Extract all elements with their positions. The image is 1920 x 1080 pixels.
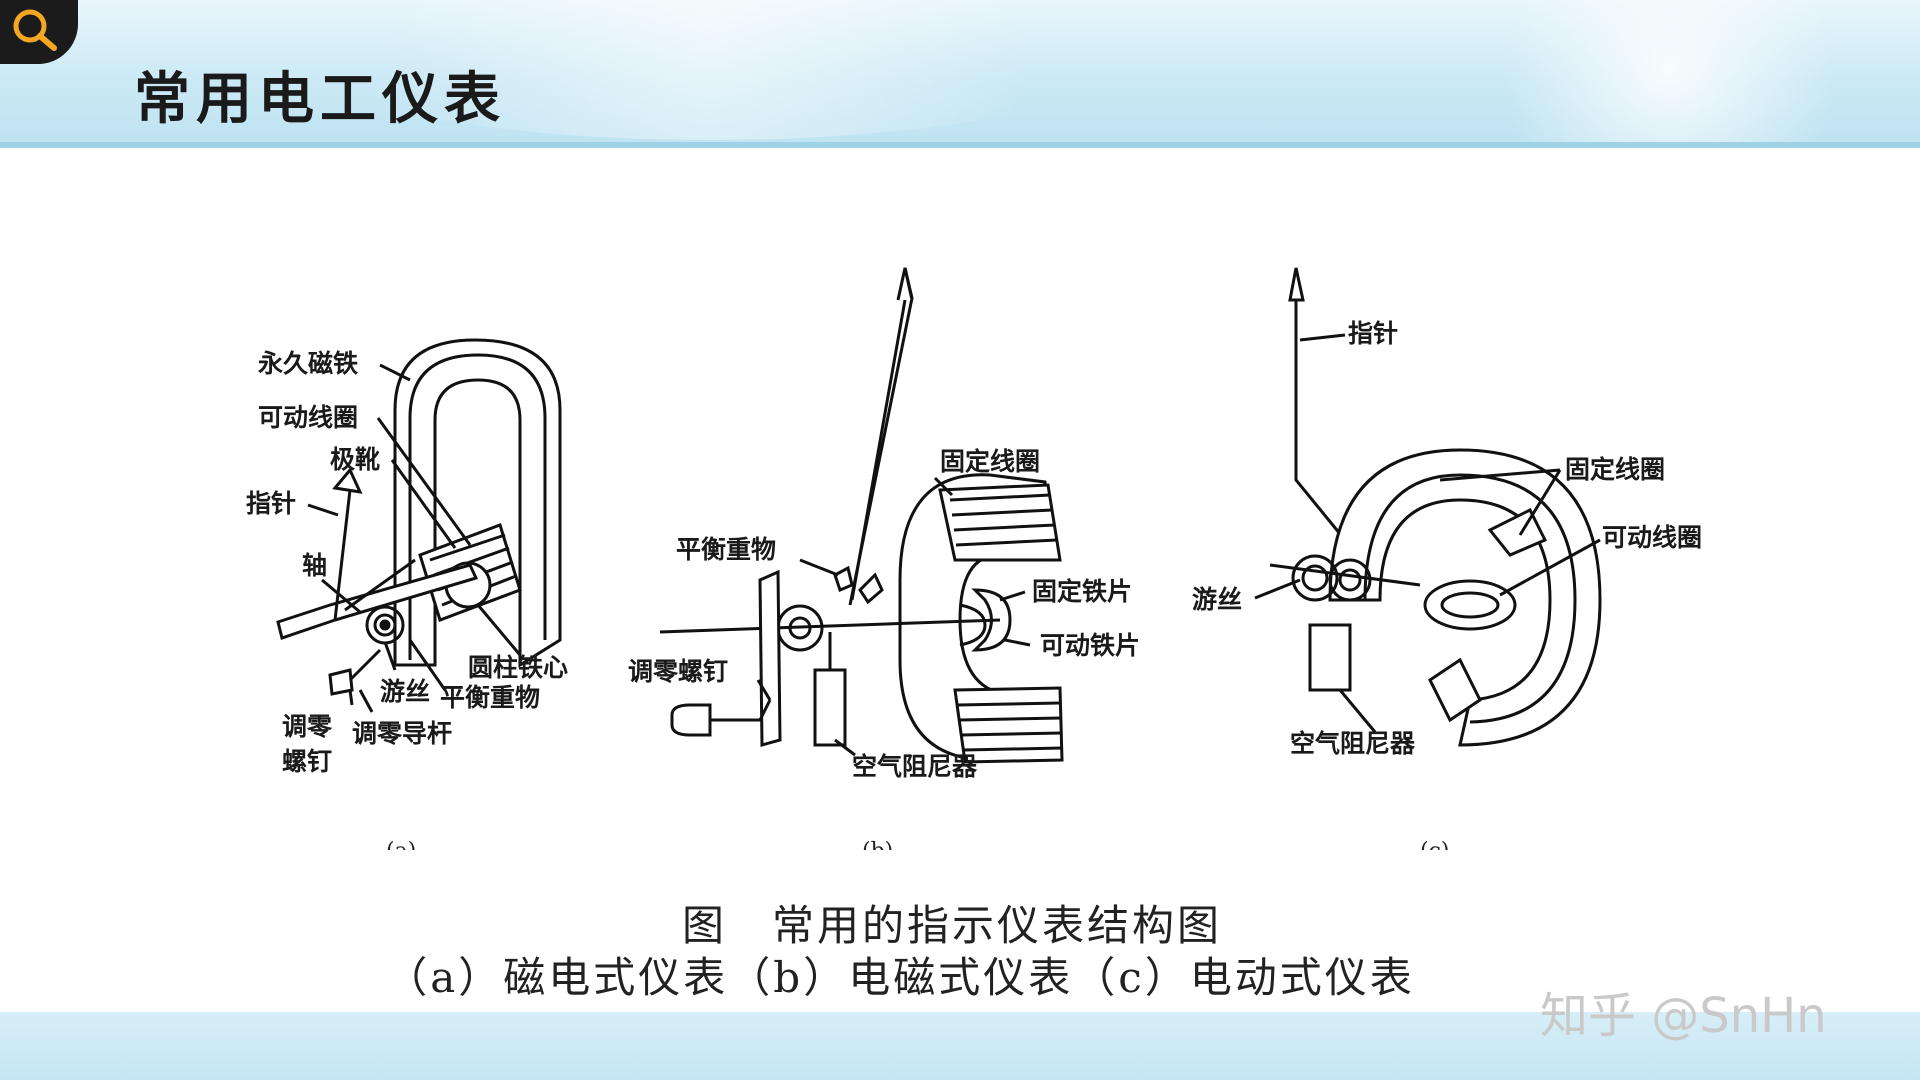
label-a-hairspring: 游丝: [380, 677, 430, 706]
label-a-zero-screw-2: 螺钉: [282, 747, 332, 776]
search-button[interactable]: [0, 0, 78, 64]
instrument-structure-diagram: 永久磁铁 可动线圈 极靴 指针 轴 圆柱铁心 游丝 平衡重物 调零 螺钉 调零导…: [246, 267, 1702, 850]
label-a-pole-shoe: 极靴: [330, 445, 380, 474]
label-c-hairspring: 游丝: [1192, 585, 1242, 614]
label-a-balance-weight: 平衡重物: [440, 683, 540, 712]
diagram-b: [659, 267, 1064, 764]
diagram-a: [276, 338, 562, 713]
label-b-moving-iron: 可动铁片: [1040, 631, 1140, 660]
label-a-zero-screw-1: 调零: [282, 712, 333, 741]
label-b-fixed-iron: 固定铁片: [1032, 577, 1132, 606]
header-banner: [0, 0, 1920, 146]
label-a-cylinder-core: 圆柱铁心: [468, 653, 568, 682]
label-a-zero-guide: 调零导杆: [352, 719, 452, 748]
label-b-zero-screw: 调零螺钉: [628, 657, 728, 686]
label-a-pointer: 指针: [246, 489, 296, 518]
label-c-moving-coil: 可动线圈: [1602, 523, 1702, 552]
label-b-fixed-coil: 固定线圈: [940, 447, 1040, 476]
label-c-fixed-coil: 固定线圈: [1565, 455, 1665, 484]
watermark: 知乎 @SnHn: [1540, 988, 1827, 1044]
diagram-c: [1254, 267, 1602, 747]
label-b-balance-weight: 平衡重物: [676, 535, 776, 564]
label-b-air-damper: 空气阻尼器: [852, 752, 978, 781]
header-divider: [0, 142, 1920, 148]
search-icon: [13, 9, 57, 51]
page-title: 常用电工仪表: [134, 66, 506, 132]
footer-band: [0, 1012, 1920, 1080]
label-c-pointer: 指针: [1348, 319, 1398, 348]
sublabel-c: (c): [1420, 839, 1450, 850]
caption-subtitle: （a）磁电式仪表（b）电磁式仪表（c）电动式仪表: [385, 953, 1415, 1002]
caption-title: 图 常用的指示仪表结构图: [681, 901, 1222, 950]
sublabel-a: (a): [386, 839, 416, 850]
label-a-moving-coil: 可动线圈: [258, 403, 358, 432]
sublabel-b: (b): [862, 839, 893, 850]
label-c-air-damper: 空气阻尼器: [1290, 729, 1416, 758]
label-a-permanent-magnet: 永久磁铁: [258, 349, 358, 378]
label-a-shaft: 轴: [302, 551, 327, 580]
